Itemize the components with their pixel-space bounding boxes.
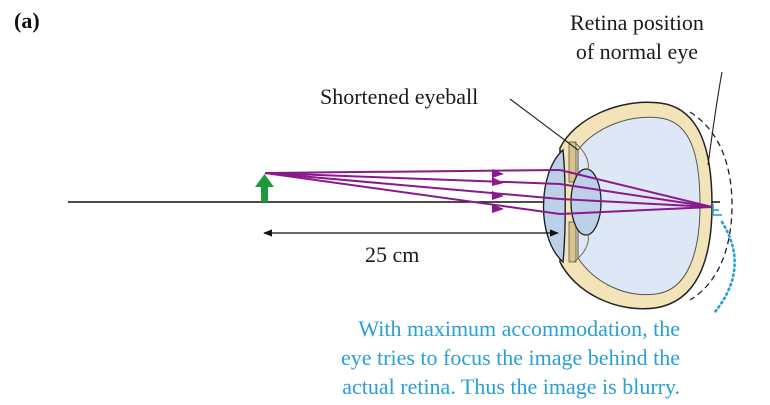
- image-f-icon: [712, 204, 722, 216]
- light-rays: [264, 169, 713, 215]
- retina-position-label: Retina position of normal eye: [570, 8, 704, 66]
- ciliary-upper: [573, 141, 589, 171]
- object-arrow-icon: [255, 174, 274, 202]
- eyeball-leader-line: [509, 98, 579, 151]
- retina-label-line: of normal eye: [575, 39, 698, 64]
- ciliary-lower: [573, 233, 589, 263]
- distance-label: 25 cm: [365, 242, 420, 267]
- caption: With maximum accommodation, the eye trie…: [341, 314, 680, 401]
- cornea: [542, 148, 566, 264]
- caption-line: With maximum accommodation, the: [358, 316, 681, 341]
- ray-arrowheads: [492, 169, 504, 213]
- shortened-eyeball-label: Shortened eyeball: [320, 84, 479, 109]
- normal-retina-dashed: [689, 111, 733, 301]
- caption-line: eye tries to focus the image behind the: [341, 345, 681, 370]
- retina-leader-line: [707, 71, 723, 166]
- caption-dotted-leader: [713, 220, 736, 314]
- panel-label: (a): [14, 8, 40, 33]
- caption-line: actual retina. Thus the image is blurry.: [342, 374, 681, 399]
- iris-upper: [568, 141, 577, 183]
- iris-lower: [568, 221, 577, 263]
- retina-label-line: Retina position: [570, 10, 704, 35]
